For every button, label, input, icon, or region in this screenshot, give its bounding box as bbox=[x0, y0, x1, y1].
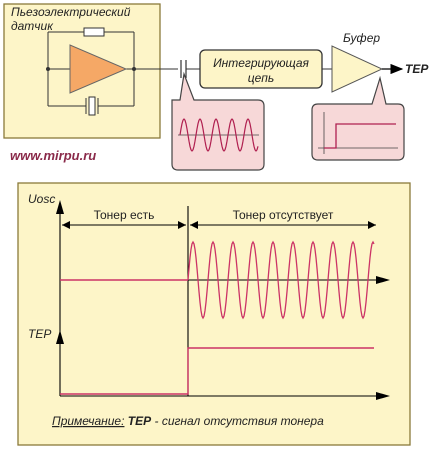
note-tep: TEP bbox=[128, 414, 152, 428]
uosc-oscillation-trace bbox=[187, 240, 375, 320]
arrowhead bbox=[368, 221, 376, 229]
sensor-circuit bbox=[47, 27, 178, 116]
region-label-toner-absent: Тонер отсутствует bbox=[233, 208, 334, 222]
arrowhead bbox=[178, 221, 186, 229]
y-axis-arrowhead bbox=[56, 200, 64, 214]
watermark: www.mirpu.ru bbox=[10, 148, 96, 163]
y-axis-arrowhead bbox=[56, 330, 64, 344]
arrowhead bbox=[190, 221, 198, 229]
y-label-tep: TEP bbox=[28, 327, 51, 341]
integrator-label-line2: цепь bbox=[248, 71, 274, 85]
output-label: TEP bbox=[405, 62, 429, 76]
y-label-uosc: Uosc bbox=[28, 192, 55, 206]
callout-step-graph bbox=[318, 112, 398, 154]
sensor-amplifier-triangle bbox=[69, 44, 128, 94]
sensor-label-line2: датчик bbox=[11, 19, 54, 33]
timing-panel bbox=[17, 182, 411, 446]
x-axis-arrowhead bbox=[376, 392, 390, 400]
region-label-toner-present: Тонер есть bbox=[94, 208, 155, 222]
note: Примечание: TEP - сигнал отсутствия тоне… bbox=[52, 414, 324, 428]
tep-step-trace bbox=[60, 347, 374, 395]
note-text: - сигнал отсутствия тонера bbox=[154, 414, 324, 428]
arrowhead bbox=[62, 221, 70, 229]
integrator-label-line1: Интегрирующая bbox=[213, 56, 309, 70]
x-axis-arrowhead bbox=[376, 276, 390, 284]
note-prefix: Примечание: bbox=[52, 414, 124, 428]
node-dot bbox=[46, 67, 50, 71]
buffer-label: Буфер bbox=[343, 31, 380, 45]
callout-sine-wave bbox=[179, 118, 259, 152]
node-dot bbox=[132, 67, 136, 71]
callout-step bbox=[311, 75, 405, 161]
buffer-triangle bbox=[331, 45, 384, 93]
sensor-label-line1: Пьезоэлектрический bbox=[11, 5, 131, 19]
